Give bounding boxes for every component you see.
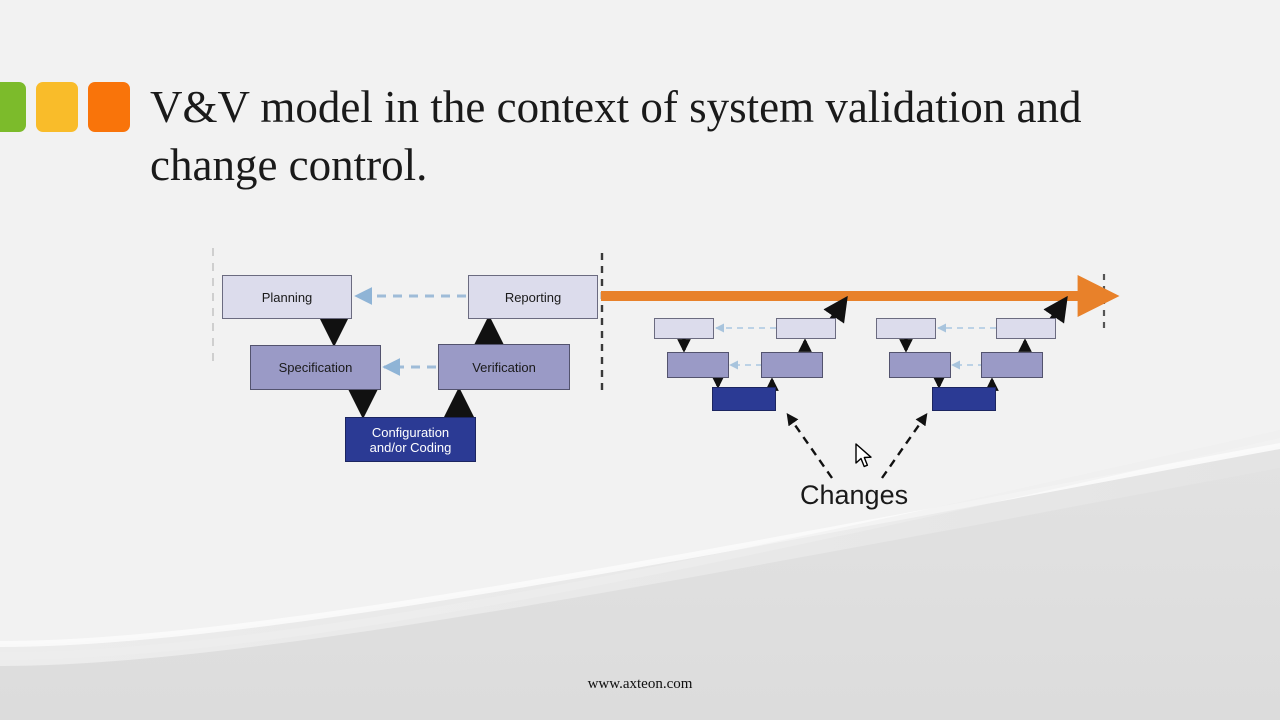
changes-arrow-left xyxy=(786,413,833,479)
changes-annotation-label: Changes xyxy=(800,480,909,510)
cycle2-box-specification[interactable] xyxy=(889,352,951,378)
page-title: V&V model in the context of system valid… xyxy=(150,82,1082,190)
cycle2-box-configuration-coding[interactable] xyxy=(932,387,996,411)
cycle2-box-reporting[interactable] xyxy=(996,318,1056,339)
box-verification-label: Verification xyxy=(472,359,536,375)
box-verification[interactable]: Verification xyxy=(438,344,570,390)
accent-square-group xyxy=(0,82,130,132)
box-specification[interactable]: Specification xyxy=(250,345,381,390)
box-specification-label: Specification xyxy=(278,360,353,375)
accent-square-yellow xyxy=(36,82,78,132)
accent-square-green xyxy=(0,82,26,132)
cycle1-box-specification[interactable] xyxy=(667,352,729,378)
footer-url: www.axteon.com xyxy=(587,676,693,692)
changes-arrow-right xyxy=(881,413,928,479)
box-reporting-label: Reporting xyxy=(504,289,562,305)
box-reporting[interactable]: Reporting xyxy=(468,275,598,319)
box-configuration-label-line1: Configuration xyxy=(371,424,450,440)
box-planning-label: Planning xyxy=(261,289,313,305)
cycle1-box-verification[interactable] xyxy=(761,352,823,378)
accent-square-orange xyxy=(88,82,130,132)
cycle2-box-verification[interactable] xyxy=(981,352,1043,378)
cycle1-box-reporting[interactable] xyxy=(776,318,836,339)
box-planning[interactable]: Planning xyxy=(222,275,352,319)
cycle1-box-planning[interactable] xyxy=(654,318,714,339)
box-configuration-label-line2: and/or Coding xyxy=(369,439,452,455)
box-configuration-coding[interactable]: Configuration and/or Coding xyxy=(345,417,476,462)
cycle1-box-configuration-coding[interactable] xyxy=(712,387,776,411)
cycle2-box-planning[interactable] xyxy=(876,318,936,339)
